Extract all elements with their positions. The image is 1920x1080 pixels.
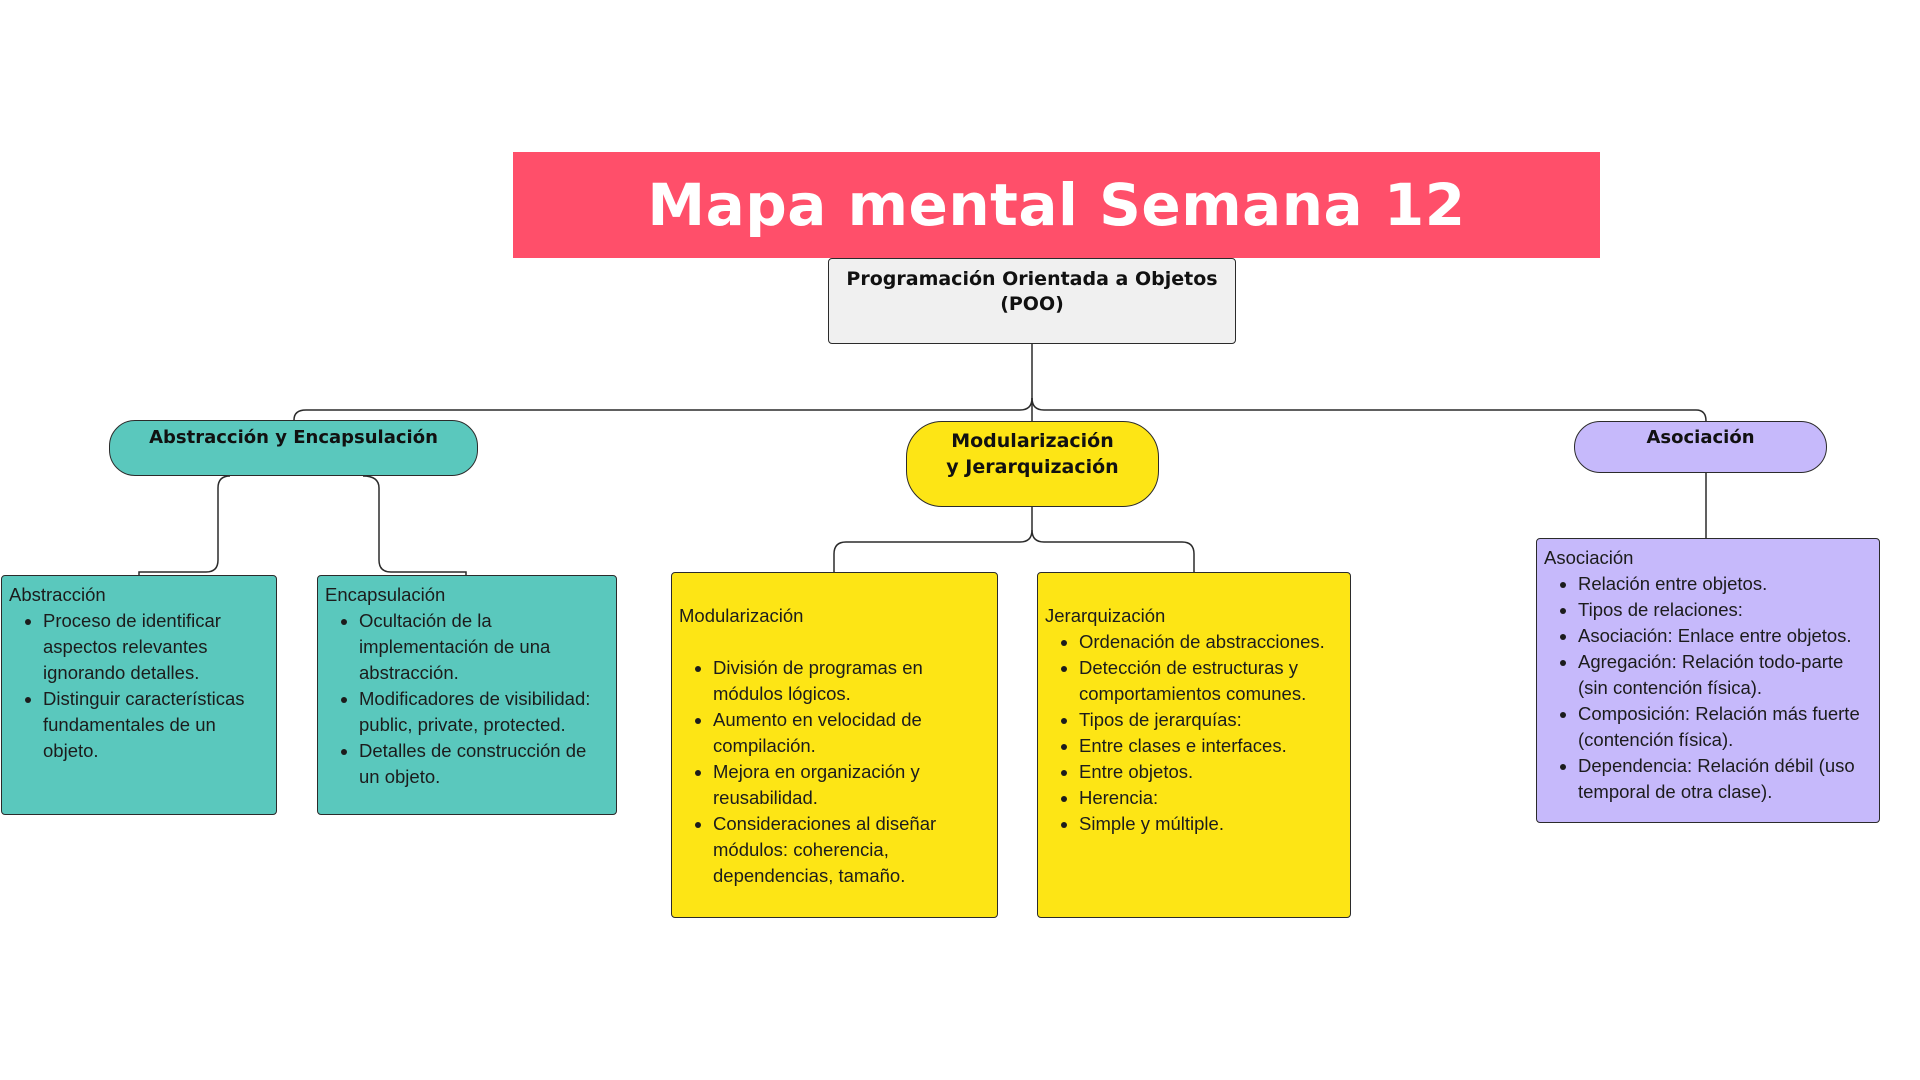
list-item: Aumento en velocidad de compilación. (713, 707, 989, 759)
connector-root-right (1031, 397, 1707, 422)
list-item: Composición: Relación más fuerte (conten… (1578, 701, 1871, 753)
box-title: Encapsulación (325, 584, 446, 605)
branch-modularizacion-jerarquizacion: Modularización y Jerarquización (906, 421, 1159, 507)
bullet-list: División de programas en módulos lógicos… (679, 655, 989, 889)
bullet-list: Ordenación de abstracciones. Detección d… (1045, 629, 1342, 837)
page-title: Mapa mental Semana 12 (647, 171, 1466, 239)
list-item: Tipos de jerarquías: (1079, 707, 1342, 733)
list-item: Detalles de construcción de un objeto. (359, 738, 608, 790)
list-item: Herencia: (1079, 785, 1342, 811)
root-label-line2: (POO) (1000, 292, 1064, 315)
box-title: Jerarquización (1045, 605, 1166, 626)
list-item: Proceso de identificar aspectos relevant… (43, 608, 268, 686)
box-encapsulacion: Encapsulación Ocultación de la implement… (317, 575, 617, 815)
box-title: Asociación (1544, 547, 1634, 568)
box-asociacion: Asociación Relación entre objetos. Tipos… (1536, 538, 1880, 823)
branch-center-label-line1: Modularización (951, 430, 1114, 452)
connector-left-encapsulacion (362, 475, 467, 575)
list-item: Entre objetos. (1079, 759, 1342, 785)
list-item: Mejora en organización y reusabilidad. (713, 759, 989, 811)
list-item: Agregación: Relación todo-parte (sin con… (1578, 649, 1871, 701)
list-item: Relación entre objetos. (1578, 571, 1871, 597)
box-modularizacion: Modularización División de programas en … (671, 572, 998, 918)
branch-right-label: Asociación (1646, 427, 1755, 448)
branch-asociacion: Asociación (1574, 421, 1827, 473)
branch-abstraccion-encapsulacion: Abstracción y Encapsulación (109, 420, 478, 476)
list-item: Asociación: Enlace entre objetos. (1578, 623, 1871, 649)
branch-left-label: Abstracción y Encapsulación (149, 427, 438, 448)
list-item: Detección de estructuras y comportamient… (1079, 655, 1342, 707)
bullet-list: Proceso de identificar aspectos relevant… (9, 608, 268, 764)
list-item: Ocultación de la implementación de una a… (359, 608, 608, 686)
list-item: Distinguir características fundamentales… (43, 686, 268, 764)
list-item: Modificadores de visibilidad: public, pr… (359, 686, 608, 738)
list-item: Consideraciones al diseñar módulos: cohe… (713, 811, 989, 889)
list-item: División de programas en módulos lógicos… (713, 655, 989, 707)
connector-root-trunk (293, 344, 1033, 421)
box-jerarquizacion: Jerarquización Ordenación de abstraccion… (1037, 572, 1351, 918)
bullet-list: Ocultación de la implementación de una a… (325, 608, 608, 790)
box-abstraccion: Abstracción Proceso de identificar aspec… (1, 575, 277, 815)
box-title: Abstracción (9, 584, 106, 605)
bullet-list: Relación entre objetos. Tipos de relacio… (1544, 571, 1871, 805)
branch-center-label-line2: y Jerarquización (946, 455, 1119, 478)
root-label-line1: Programación Orientada a Objetos (846, 268, 1218, 290)
title-banner: Mapa mental Semana 12 (513, 152, 1600, 258)
list-item: Simple y múltiple. (1079, 811, 1342, 837)
connector-center-right (1031, 529, 1195, 572)
list-item: Tipos de relaciones: (1578, 597, 1871, 623)
list-item: Dependencia: Relación débil (uso tempora… (1578, 753, 1871, 805)
list-item: Entre clases e interfaces. (1079, 733, 1342, 759)
connector-left-abstraccion (138, 475, 231, 575)
box-title: Modularización (679, 605, 804, 626)
list-item: Ordenación de abstracciones. (1079, 629, 1342, 655)
root-node: Programación Orientada a Objetos (POO) (828, 258, 1236, 344)
connector-center-split (833, 507, 1033, 572)
